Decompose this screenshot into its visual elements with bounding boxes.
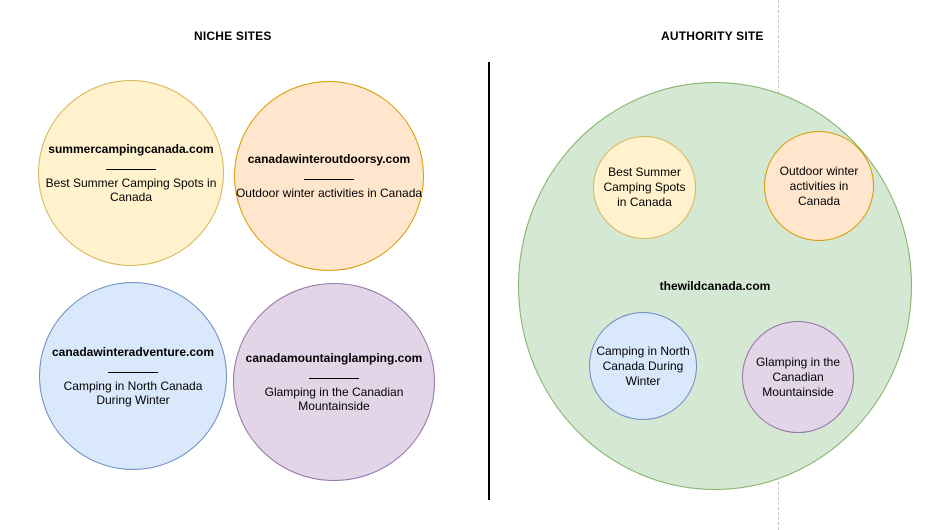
niche-site-mountain-glamping[interactable]: canadamountainglamping.com Glamping in t… bbox=[233, 283, 435, 481]
niche-site-summer-camping[interactable]: summercampingcanada.com Best Summer Camp… bbox=[38, 80, 224, 266]
authority-topic-label: Camping in North Canada During Winter bbox=[596, 343, 690, 388]
authority-topic-label: Best Summer Camping Spots in Canada bbox=[603, 165, 686, 209]
niche-site-domain: canadawinteroutdoorsy.com bbox=[247, 152, 411, 166]
niche-site-topic: Camping in North Canada During Winter bbox=[63, 379, 203, 407]
niche-site-topic: Glamping in the Canadian Mountainside bbox=[264, 385, 404, 413]
niche-site-domain: canadawinteradventure.com bbox=[51, 345, 215, 359]
separator-line bbox=[309, 378, 359, 379]
niche-site-topic: Outdoor winter activities in Canada bbox=[235, 186, 423, 200]
separator-line bbox=[108, 372, 158, 373]
niche-site-domain: canadamountainglamping.com bbox=[245, 351, 423, 365]
section-divider bbox=[488, 62, 490, 500]
authority-topic-label: Outdoor winter activities in Canada bbox=[779, 163, 859, 208]
niche-site-winter-outdoors[interactable]: canadawinteroutdoorsy.com Outdoor winter… bbox=[234, 81, 424, 271]
authority-topic-label: Glamping in the Canadian Mountainside bbox=[755, 354, 841, 399]
authority-site-heading: AUTHORITY SITE bbox=[661, 29, 764, 43]
niche-site-domain: summercampingcanada.com bbox=[48, 142, 214, 156]
niche-site-winter-adventure[interactable]: canadawinteradventure.com Camping in Nor… bbox=[39, 282, 227, 470]
authority-topic-mountain-glamping[interactable]: Glamping in the Canadian Mountainside bbox=[742, 321, 854, 433]
niche-sites-heading: NICHE SITES bbox=[194, 29, 272, 43]
authority-topic-winter-outdoors[interactable]: Outdoor winter activities in Canada bbox=[764, 131, 874, 241]
separator-line bbox=[304, 179, 354, 180]
separator-line bbox=[106, 169, 156, 170]
authority-topic-summer-camping[interactable]: Best Summer Camping Spots in Canada bbox=[593, 136, 696, 239]
authority-topic-winter-camping[interactable]: Camping in North Canada During Winter bbox=[589, 312, 697, 420]
authority-site-domain: thewildcanada.com bbox=[659, 279, 771, 293]
niche-site-topic: Best Summer Camping Spots in Canada bbox=[45, 176, 217, 204]
